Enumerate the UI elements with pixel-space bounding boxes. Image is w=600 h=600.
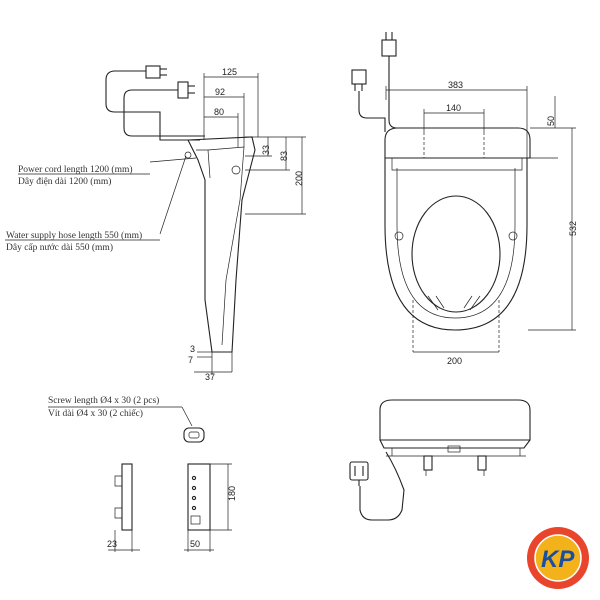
hose-note-en: Water supply hose length 550 (mm) (6, 230, 142, 241)
top-view: 383 140 50 532 200 (351, 32, 578, 366)
hose-note-vi: Dây cấp nước dài 550 (mm) (6, 242, 113, 253)
dim-50-bracket: 50 (190, 539, 200, 549)
screw-icon (183, 427, 205, 443)
power-plug-icon (145, 65, 195, 99)
power-cord-note-en: Power cord length 1200 (mm) (18, 164, 133, 175)
dim-200-top: 200 (447, 356, 462, 366)
dim-140: 140 (446, 103, 461, 113)
dim-180: 180 (227, 486, 237, 501)
dim-200-side: 200 (294, 171, 304, 186)
screw-callout: Screw length Ø4 x 30 (2 pcs) Vít dài Ø4 … (48, 395, 205, 443)
dim-80: 80 (214, 107, 224, 117)
dim-92: 92 (215, 87, 225, 97)
dim-23: 23 (107, 539, 117, 549)
dim-50-top: 50 (546, 116, 556, 126)
kp-logo: KP (527, 527, 589, 589)
power-cord-note-vi: Dây điện dài 1200 (mm) (18, 176, 111, 187)
dim-3: 3 (190, 344, 195, 354)
bracket-front: 180 50 (184, 463, 237, 552)
dim-83: 83 (279, 151, 289, 161)
dim-532: 532 (568, 221, 578, 236)
screw-note-en: Screw length Ø4 x 30 (2 pcs) (48, 395, 159, 406)
screw-note-vi: Vít dài Ø4 x 30 (2 chiếc) (48, 408, 143, 419)
valve-icon (423, 445, 487, 476)
power-plug-icon (349, 461, 369, 486)
logo-text: KP (541, 546, 575, 573)
dim-383: 383 (448, 80, 463, 90)
side-view: 125 92 80 33 83 200 3 7 37 Power cord le… (5, 65, 306, 382)
dim-7: 7 (188, 355, 193, 365)
dim-33: 33 (261, 145, 271, 155)
dim-37: 37 (205, 372, 215, 382)
front-view (349, 399, 531, 521)
dim-125: 125 (222, 67, 237, 77)
bracket-side: 23 (107, 463, 140, 552)
